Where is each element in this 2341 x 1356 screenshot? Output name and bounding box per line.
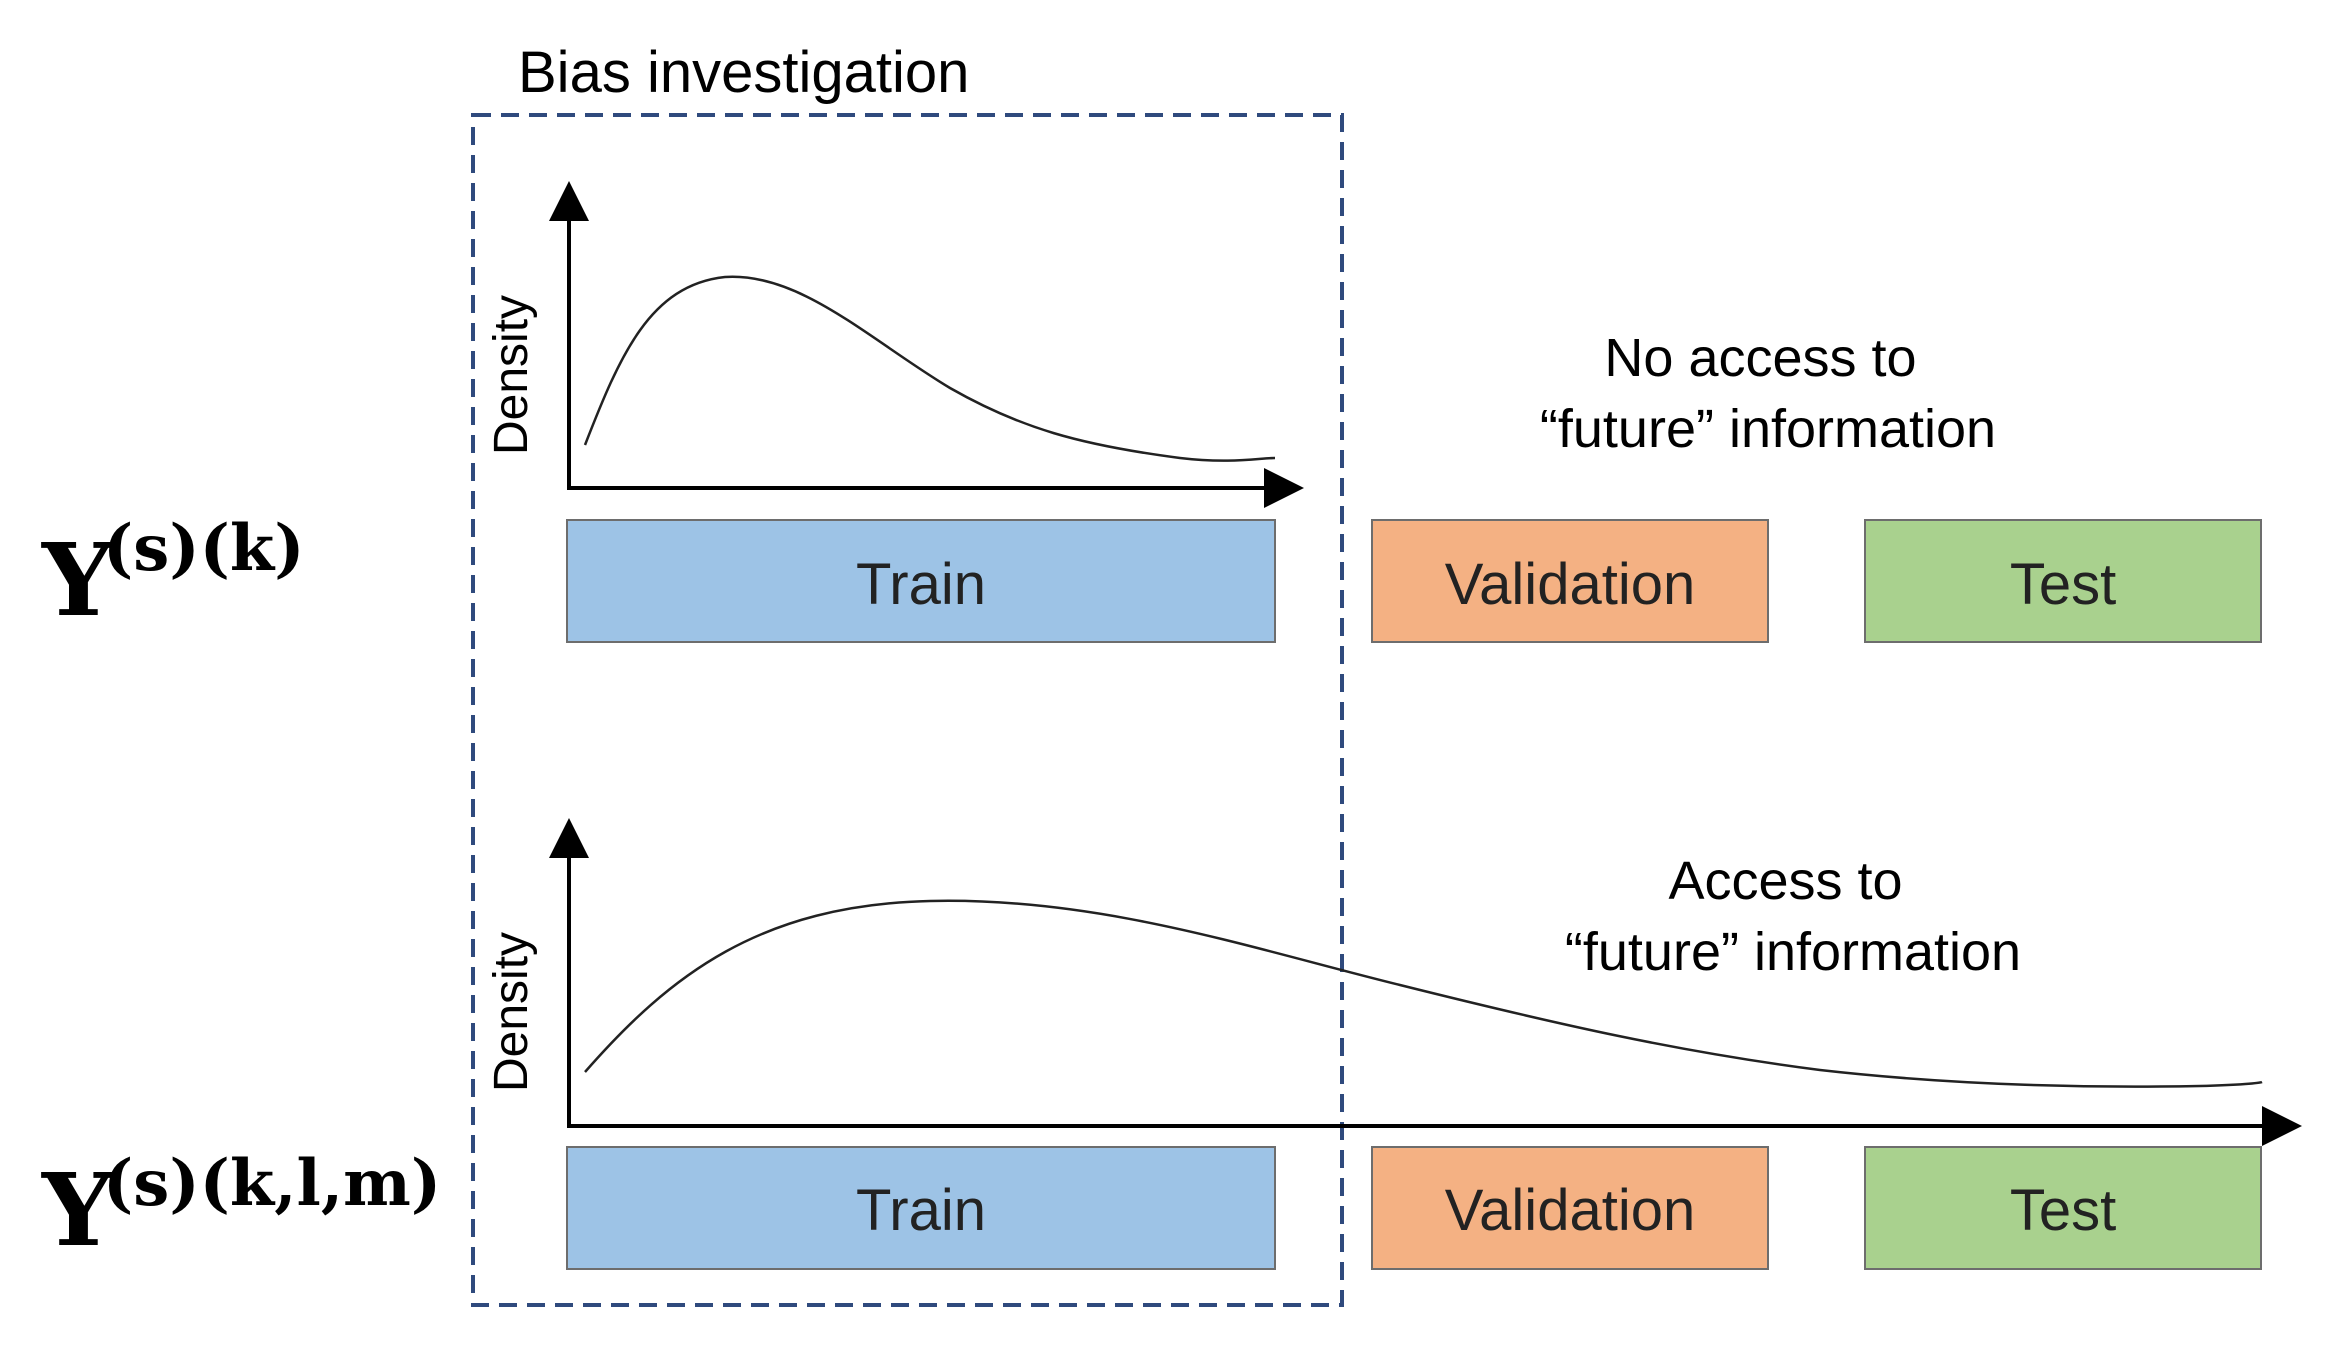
- row-2-density-axis-label: Density: [485, 932, 538, 1092]
- row-2-note-line-1: Access to: [1668, 851, 1902, 911]
- row-2-test-label: Test: [2010, 1178, 2116, 1243]
- row-1-note: No access to “future” information: [1540, 328, 1996, 459]
- row-2-validation-box: [1371, 1146, 1769, 1270]
- row-1: Y (s)(k) Density No access to “future” i…: [41, 181, 2262, 643]
- row-1-variable-base: Y: [41, 521, 115, 639]
- row-1-train-label: Train: [856, 552, 986, 617]
- row-1-test-box: [1864, 519, 2262, 643]
- row-2-test-box: [1864, 1146, 2262, 1270]
- row-1-validation-label: Validation: [1445, 552, 1695, 617]
- row-1-density-curve: [583, 275, 1276, 462]
- row-1-test-label: Test: [2010, 552, 2116, 617]
- row-1-train-box: [566, 519, 1276, 643]
- row-2-validation-label: Validation: [1445, 1178, 1695, 1243]
- row-1-note-line-2: “future” information: [1540, 399, 1996, 459]
- row-1-note-line-1: No access to: [1604, 328, 1916, 388]
- row-1-validation-box: [1371, 519, 1769, 643]
- bias-investigation-label: Bias investigation: [518, 40, 969, 105]
- row-2-train-box: [566, 1146, 1276, 1270]
- row-1-density-axis-label: Density: [485, 295, 538, 455]
- row-2-variable-label: Y (s)(k,l,m): [41, 1146, 441, 1269]
- row-2-variable-superscript: (s)(k,l,m): [103, 1146, 441, 1221]
- row-2: Y (s)(k,l,m) Density Access to “future” …: [41, 818, 2302, 1270]
- row-2-train-label: Train: [856, 1178, 986, 1243]
- row-2-note: Access to “future” information: [1565, 851, 2021, 982]
- bias-investigation-region: [471, 113, 1344, 1307]
- row-1-variable-superscript: (s)(k): [103, 511, 305, 586]
- row-2-density-curve: [584, 899, 2263, 1088]
- row-2-note-line-2: “future” information: [1565, 922, 2021, 982]
- row-2-variable-base: Y: [41, 1151, 115, 1269]
- row-1-variable-label: Y (s)(k): [41, 511, 305, 639]
